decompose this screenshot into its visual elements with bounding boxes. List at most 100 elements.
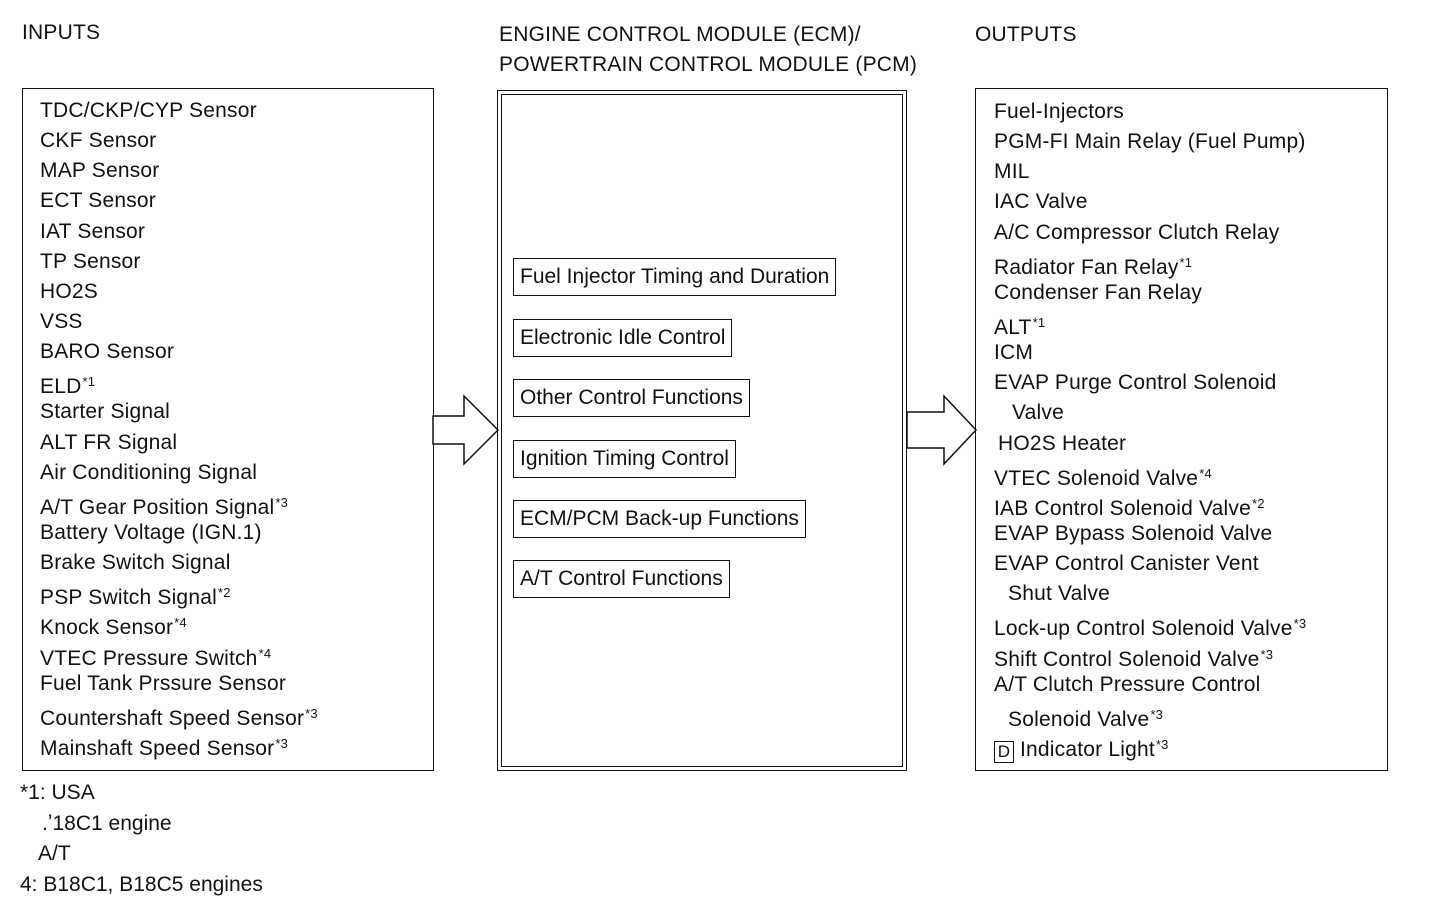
input-item: CKF Sensor xyxy=(40,126,318,156)
footnote-marker: *3 xyxy=(1293,616,1307,632)
input-label: CKF Sensor xyxy=(40,129,157,153)
output-label: Shift Control Solenoid Valve xyxy=(994,647,1260,671)
input-label: TP Sensor xyxy=(40,249,141,273)
output-item: VTEC Solenoid Valve*4 xyxy=(994,459,1306,490)
footnote-marker: *4 xyxy=(174,615,187,631)
output-label: Solenoid Valve xyxy=(1008,707,1150,731)
output-label: EVAP Purge Control Solenoid xyxy=(994,371,1277,395)
output-label: ALT xyxy=(994,315,1032,339)
input-label: MAP Sensor xyxy=(40,159,160,183)
output-label: Lock-up Control Solenoid Valve xyxy=(994,617,1293,641)
output-item: ALT*1 xyxy=(994,308,1306,339)
output-label: IAB Control Solenoid Valve xyxy=(994,496,1251,520)
input-label: Mainshaft Speed Sensor xyxy=(40,736,275,760)
input-label: ALT FR Signal xyxy=(40,430,178,454)
input-item: BARO Sensor xyxy=(40,337,318,367)
input-item: Mainshaft Speed Sensor*3 xyxy=(40,729,318,760)
input-label: TDC/CKP/CYP Sensor xyxy=(40,99,257,122)
footnotes: *1: USA .ʼ18C1 engine A/T 4: B18C1, B18C… xyxy=(20,778,263,900)
footnote-marker: *1 xyxy=(1179,254,1193,270)
input-item: TDC/CKP/CYP Sensor xyxy=(40,96,318,126)
input-label: VTEC Pressure Switch xyxy=(40,646,258,670)
function-other-control: Other Control Functions xyxy=(513,379,750,417)
footnote-marker: *3 xyxy=(1260,646,1274,662)
output-item: EVAP Bypass Solenoid Valve xyxy=(994,519,1306,549)
output-item: Shift Control Solenoid Valve*3 xyxy=(994,640,1306,671)
footnote-marker: *1 xyxy=(82,374,96,390)
output-item: Lock-up Control Solenoid Valve*3 xyxy=(994,609,1307,641)
output-label: Valve xyxy=(1012,401,1064,425)
output-item: Valve xyxy=(994,398,1306,428)
output-item: D Indicator Light*3 xyxy=(994,730,1306,763)
input-item: MAP Sensor xyxy=(40,156,318,186)
outputs-box xyxy=(975,88,1388,771)
ecm-inner-frame xyxy=(501,94,903,767)
input-label: Countershaft Speed Sensor xyxy=(40,706,305,730)
output-label: EVAP Bypass Solenoid Valve xyxy=(994,521,1273,545)
output-item: EVAP Purge Control Solenoid xyxy=(994,368,1306,398)
output-label: IAC Valve xyxy=(994,190,1088,214)
function-ignition-timing: Ignition Timing Control xyxy=(513,440,736,478)
output-label: Shut Valve xyxy=(1008,582,1111,606)
footnote-marker: *3 xyxy=(275,735,289,751)
output-item: ICM xyxy=(994,338,1306,368)
function-fuel-injector-timing: Fuel Injector Timing and Duration xyxy=(513,258,837,296)
input-label: Knock Sensor xyxy=(40,616,174,640)
input-item: A/T Gear Position Signal*3 xyxy=(40,488,318,519)
output-label: Indicator Light xyxy=(1020,737,1155,761)
ecm-box xyxy=(497,90,907,771)
output-label: Condenser Fan Relay xyxy=(994,280,1203,304)
output-item: A/C Compressor Clutch Relay xyxy=(994,218,1306,248)
outputs-heading: OUTPUTS xyxy=(975,23,1077,46)
output-item: Fuel-Injectors xyxy=(994,97,1306,127)
input-item: Knock Sensor*4 xyxy=(40,608,318,640)
input-item: Battery Voltage (IGN.1) xyxy=(40,518,318,548)
input-item: ELD*1 xyxy=(40,367,318,399)
input-label: Brake Switch Signal xyxy=(40,551,231,575)
output-label: ICM xyxy=(994,341,1034,365)
input-label: IAT Sensor xyxy=(40,219,146,243)
ecm-heading-line1: ENGINE CONTROL MODULE (ECM)/ xyxy=(499,23,861,46)
footnote-marker: *4 xyxy=(258,645,272,661)
footnote-2: .ʼ18C1 engine xyxy=(42,811,172,835)
output-label: Fuel-Injectors xyxy=(994,100,1125,123)
function-electronic-idle-control: Electronic Idle Control xyxy=(513,319,733,357)
footnote-1: *1: USA xyxy=(20,781,95,804)
footnote-marker: *2 xyxy=(1251,495,1265,511)
output-label: Radiator Fan Relay xyxy=(994,255,1179,279)
footnote-marker: *1 xyxy=(1032,314,1046,330)
input-label: BARO Sensor xyxy=(40,340,175,364)
output-item: IAC Valve xyxy=(994,187,1306,217)
input-label: Air Conditioning Signal xyxy=(40,460,258,484)
function-at-control: A/T Control Functions xyxy=(513,560,730,598)
inputs-to-ecm-arrow xyxy=(432,394,500,466)
output-label: VTEC Solenoid Valve xyxy=(994,466,1199,490)
input-item: VSS xyxy=(40,307,318,337)
footnote-marker: *3 xyxy=(305,705,318,721)
input-label: Battery Voltage (IGN.1) xyxy=(40,520,262,544)
output-item: Condenser Fan Relay xyxy=(994,278,1306,308)
footnote-marker: *3 xyxy=(1155,736,1169,752)
input-label: A/T Gear Position Signal xyxy=(40,495,275,519)
input-label: Starter Signal xyxy=(40,400,171,424)
output-item: PGM-FI Main Relay (Fuel Pump) xyxy=(994,127,1306,157)
input-item: ECT Sensor xyxy=(40,186,318,216)
ecm-heading-line2: POWERTRAIN CONTROL MODULE (PCM) xyxy=(499,53,918,76)
input-label: VSS xyxy=(40,309,83,333)
input-item: HO2S xyxy=(40,277,318,307)
output-label: PGM-FI Main Relay (Fuel Pump) xyxy=(994,130,1306,154)
footnote-marker: *2 xyxy=(217,585,231,601)
input-label: ECT Sensor xyxy=(40,189,156,213)
input-item: ALT FR Signal xyxy=(40,428,318,458)
input-label: ELD xyxy=(40,375,82,399)
output-label: EVAP Control Canister Vent xyxy=(994,552,1259,576)
d-indicator-box: D xyxy=(994,740,1014,763)
output-item: A/T Clutch Pressure Control xyxy=(994,670,1306,700)
footnote-marker: *3 xyxy=(1150,706,1164,722)
footnote-3: A/T xyxy=(38,842,71,865)
input-label: PSP Switch Signal xyxy=(40,586,217,610)
output-item: MIL xyxy=(994,157,1306,187)
input-label: Fuel Tank Prssure Sensor xyxy=(40,671,287,695)
